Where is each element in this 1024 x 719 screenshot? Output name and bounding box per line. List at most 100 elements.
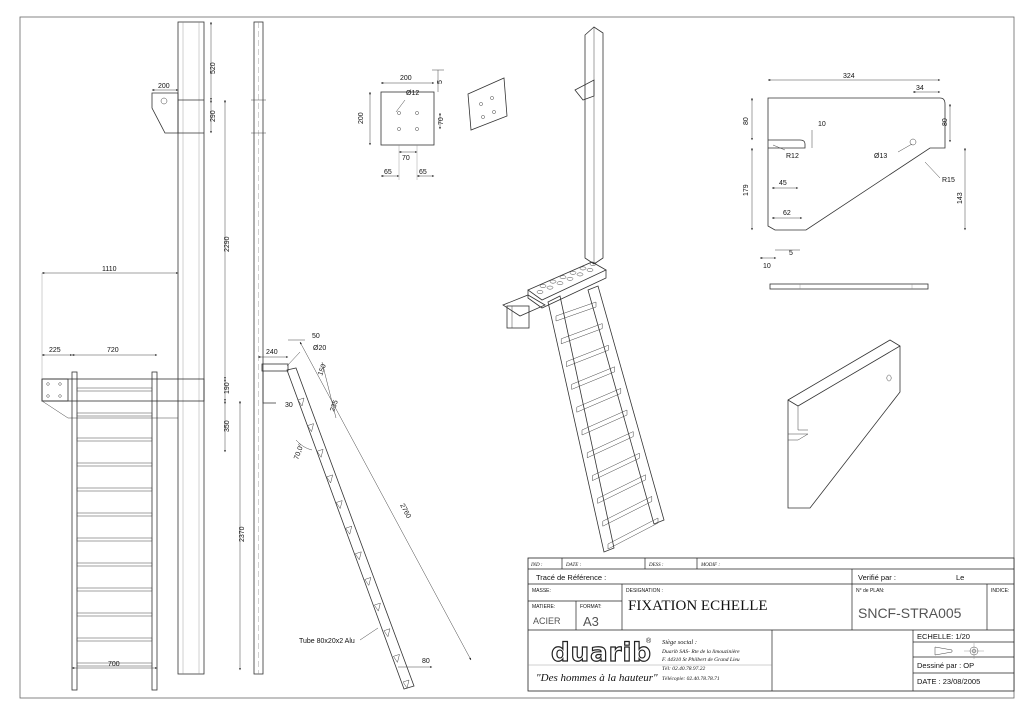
tb-plan-label: N° de PLAN: (856, 588, 884, 594)
bracket-80-right: 80 (942, 118, 949, 126)
ladder-step-mark (393, 653, 400, 663)
dim-2370: 2370 (239, 526, 246, 542)
bracket-r15: R15 (942, 177, 955, 184)
iso-rung (576, 388, 622, 413)
iso-rung (586, 431, 634, 459)
iso-rung (571, 366, 615, 390)
ladder-rung (76, 662, 153, 667)
grating-hole (559, 275, 567, 280)
tb-dessine: Dessiné par : OP (917, 661, 974, 670)
dim-50: 50 (312, 333, 320, 340)
company-slogan: "Des hommes à la hauteur" (536, 672, 658, 684)
plate-hole: Ø12 (406, 90, 419, 97)
title-block: IND : DATE : DESS : MODIF : Tracé de Réf… (527, 557, 1015, 692)
ladder-rung (76, 562, 153, 567)
dim-80: 80 (422, 658, 430, 665)
dim-190: 190 (224, 382, 231, 394)
dim-dia20: Ø20 (313, 345, 326, 352)
tb-date: DATE : (565, 563, 582, 568)
dim-1110: 1110 (102, 266, 117, 273)
base-plate-detail: 200 200 Ø12 5 70 70 65 65 (358, 69, 508, 180)
ladder-rung (76, 462, 153, 467)
logo-registered-mark: ® (646, 637, 652, 645)
bracket-324: 324 (843, 73, 855, 80)
ladder-rung (76, 412, 153, 417)
tb-plan: SNCF-STRA005 (858, 605, 962, 621)
tb-masse: MASSE: (532, 588, 551, 594)
tb-format: A3 (583, 614, 599, 629)
grating-hole (586, 268, 594, 272)
tb-verifie: Verifié par : (858, 573, 896, 582)
ladder-rung (76, 612, 153, 617)
dim-2760: 2760 (398, 503, 412, 520)
tb-designation: FIXATION ECHELLE (628, 598, 768, 614)
iso-rung (602, 495, 653, 527)
dim-30: 30 (285, 402, 293, 409)
bracket-34: 34 (916, 85, 924, 92)
bracket-r12: R12 (786, 153, 799, 160)
tb-modif: MODIF : (700, 563, 720, 568)
tb-date-value: DATE : 23/08/2005 (917, 677, 980, 686)
front-elevation-view: 520 200 290 2290 1110 225 720 190 350 23… (41, 21, 246, 691)
plate-width: 200 (400, 75, 412, 82)
iso-rung (607, 517, 659, 550)
dim-290: 290 (210, 110, 217, 122)
isometric-ladder-view (502, 26, 665, 553)
tb-le: Le (956, 573, 964, 582)
tb-format-label: FORMAT: (580, 604, 602, 610)
bracket-62: 62 (783, 210, 791, 217)
dim-angle-70: 70,0° (292, 442, 305, 460)
iso-rung (560, 323, 603, 345)
ladder-rung (76, 387, 153, 392)
grating-hole (579, 266, 587, 271)
bracket-10-bottom: 10 (763, 263, 771, 270)
dim-350: 350 (224, 420, 231, 432)
bracket-143: 143 (957, 192, 964, 204)
plate-70-horiz: 70 (402, 155, 410, 162)
tb-tel: Tél: 02.40.78.97.22 (662, 665, 705, 672)
tb-fax: Télécopie: 02.40.78.78.71 (662, 675, 720, 682)
side-elevation-view: 240 50 Ø20 30 2760 150 235 70,0° Tube 80… (251, 21, 472, 690)
dim-700: 700 (108, 661, 120, 668)
company-logo: duarib (551, 638, 652, 668)
iso-rung (581, 409, 628, 436)
tube-callout: Tube 80x20x2 Alu (299, 638, 355, 645)
grating-hole (589, 262, 597, 266)
grating-hole (549, 279, 557, 284)
tb-dess: DESS : (648, 563, 664, 568)
grating-hole (539, 284, 547, 288)
plate-65-right: 65 (419, 169, 427, 176)
grating-hole (566, 276, 574, 281)
tb-ind: IND : (530, 563, 543, 568)
tb-addr2: F. 44310 St Philbert de Grand Lieu (661, 656, 740, 663)
iso-rung (592, 452, 640, 481)
tb-designation-label: DESIGNATION : (626, 588, 663, 594)
plate-thk: 5 (437, 80, 444, 84)
tb-matiere-label: MATIERE: (532, 604, 555, 610)
bracket-45: 45 (779, 180, 787, 187)
ladder-rung (76, 487, 153, 492)
bracket-179: 179 (743, 184, 750, 196)
ladder-step-mark (326, 474, 333, 484)
dim-720: 720 (107, 347, 119, 354)
grating-hole (576, 272, 584, 277)
bracket-10-top: 10 (818, 121, 826, 128)
tb-matiere: ACIER (533, 616, 561, 626)
iso-rung (597, 474, 646, 504)
dim-200-top: 200 (158, 83, 170, 90)
tb-siege: Siège social : (662, 639, 697, 646)
plate-height: 200 (358, 112, 365, 124)
plate-65-left: 65 (384, 169, 392, 176)
grating-hole (569, 270, 577, 275)
grating-hole (556, 281, 564, 286)
plate-70-vert: 70 (438, 117, 445, 125)
grating-hole (546, 285, 554, 290)
projection-symbol (934, 643, 984, 659)
bracket-dia13: Ø13 (874, 153, 887, 160)
bracket-5: 5 (789, 250, 793, 257)
dim-240: 240 (266, 349, 278, 356)
dim-235: 235 (329, 399, 340, 412)
ladder-rung (76, 512, 153, 517)
tb-addr1: Duarib SAS- Rte de la limouzinière (661, 649, 740, 655)
